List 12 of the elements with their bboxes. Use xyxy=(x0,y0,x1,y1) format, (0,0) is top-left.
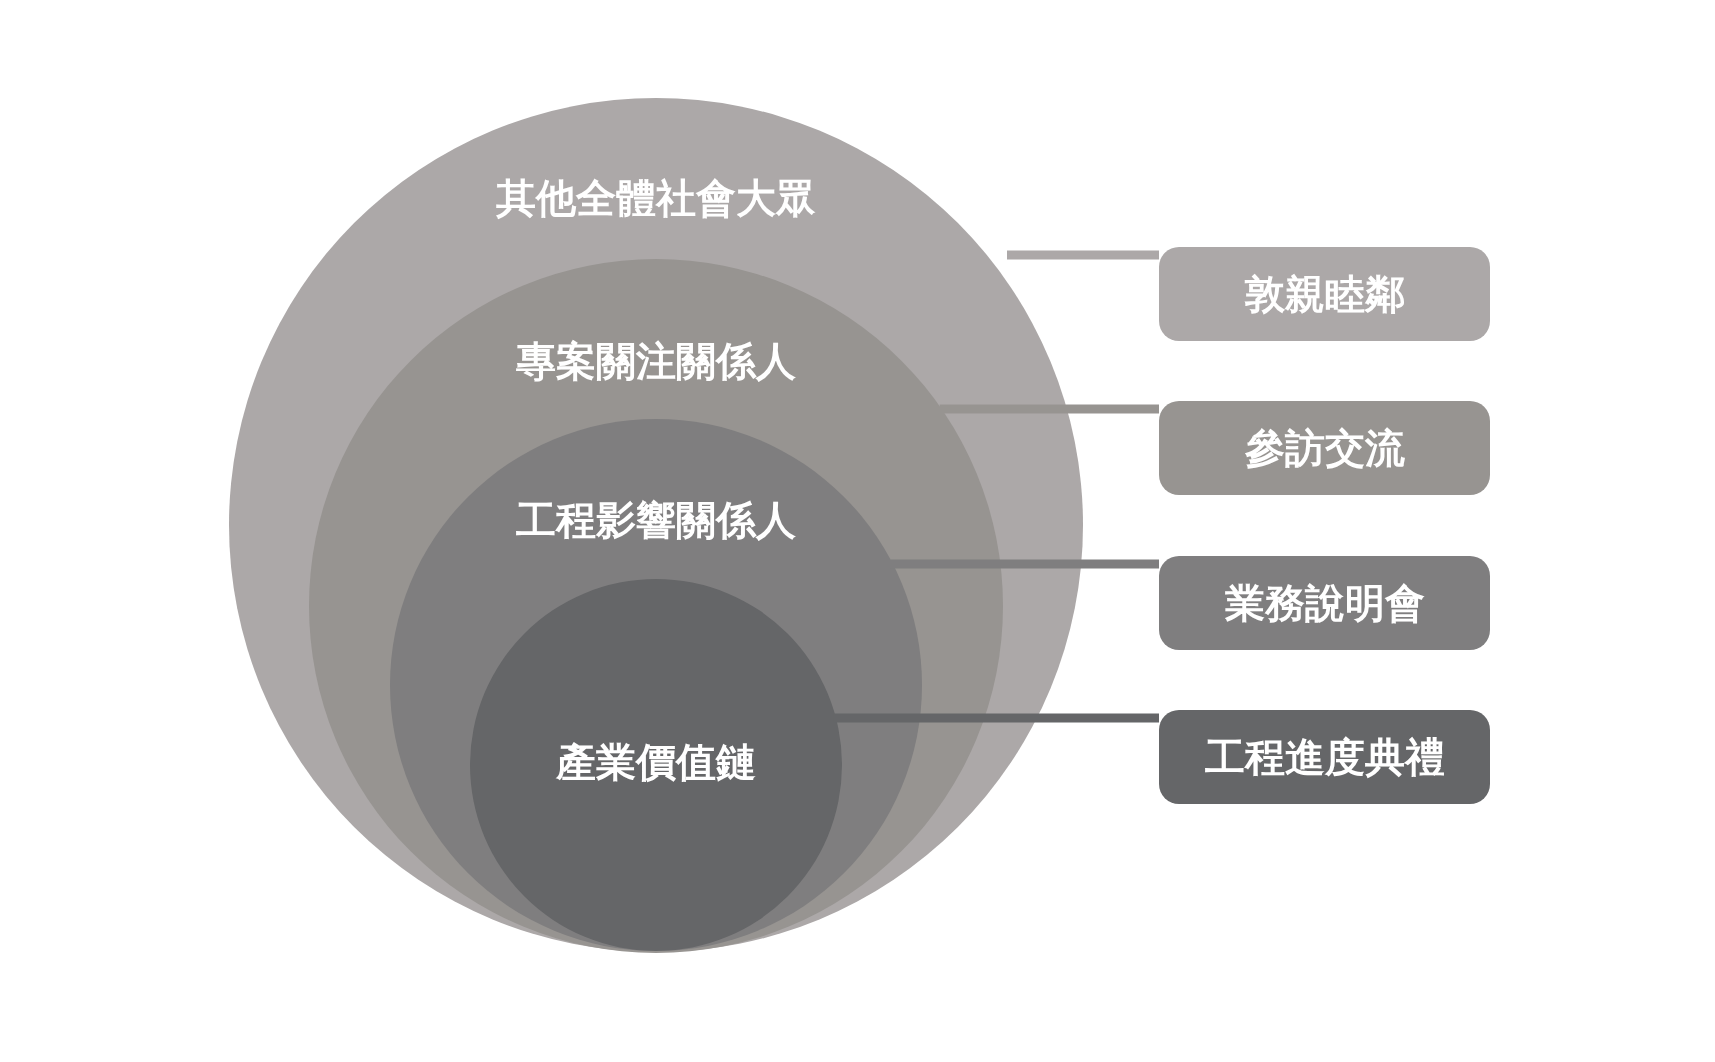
connector-line xyxy=(890,559,1159,569)
connector-line xyxy=(939,404,1159,414)
rounded-box: 參訪交流 xyxy=(1159,401,1490,495)
connector-line xyxy=(1007,250,1159,260)
circle-label: 工程影響關係人 xyxy=(515,496,797,544)
rounded-box: 業務說明會 xyxy=(1159,556,1490,650)
circle-label: 專案關注關係人 xyxy=(515,337,797,385)
rounded-box: 敦親睦鄰 xyxy=(1159,247,1490,341)
rounded-box: 工程進度典禮 xyxy=(1159,710,1490,804)
circle-label: 產業價值鏈 xyxy=(555,738,757,786)
circle-label: 其他全體社會大眾 xyxy=(495,174,817,222)
connector-line xyxy=(833,713,1159,723)
